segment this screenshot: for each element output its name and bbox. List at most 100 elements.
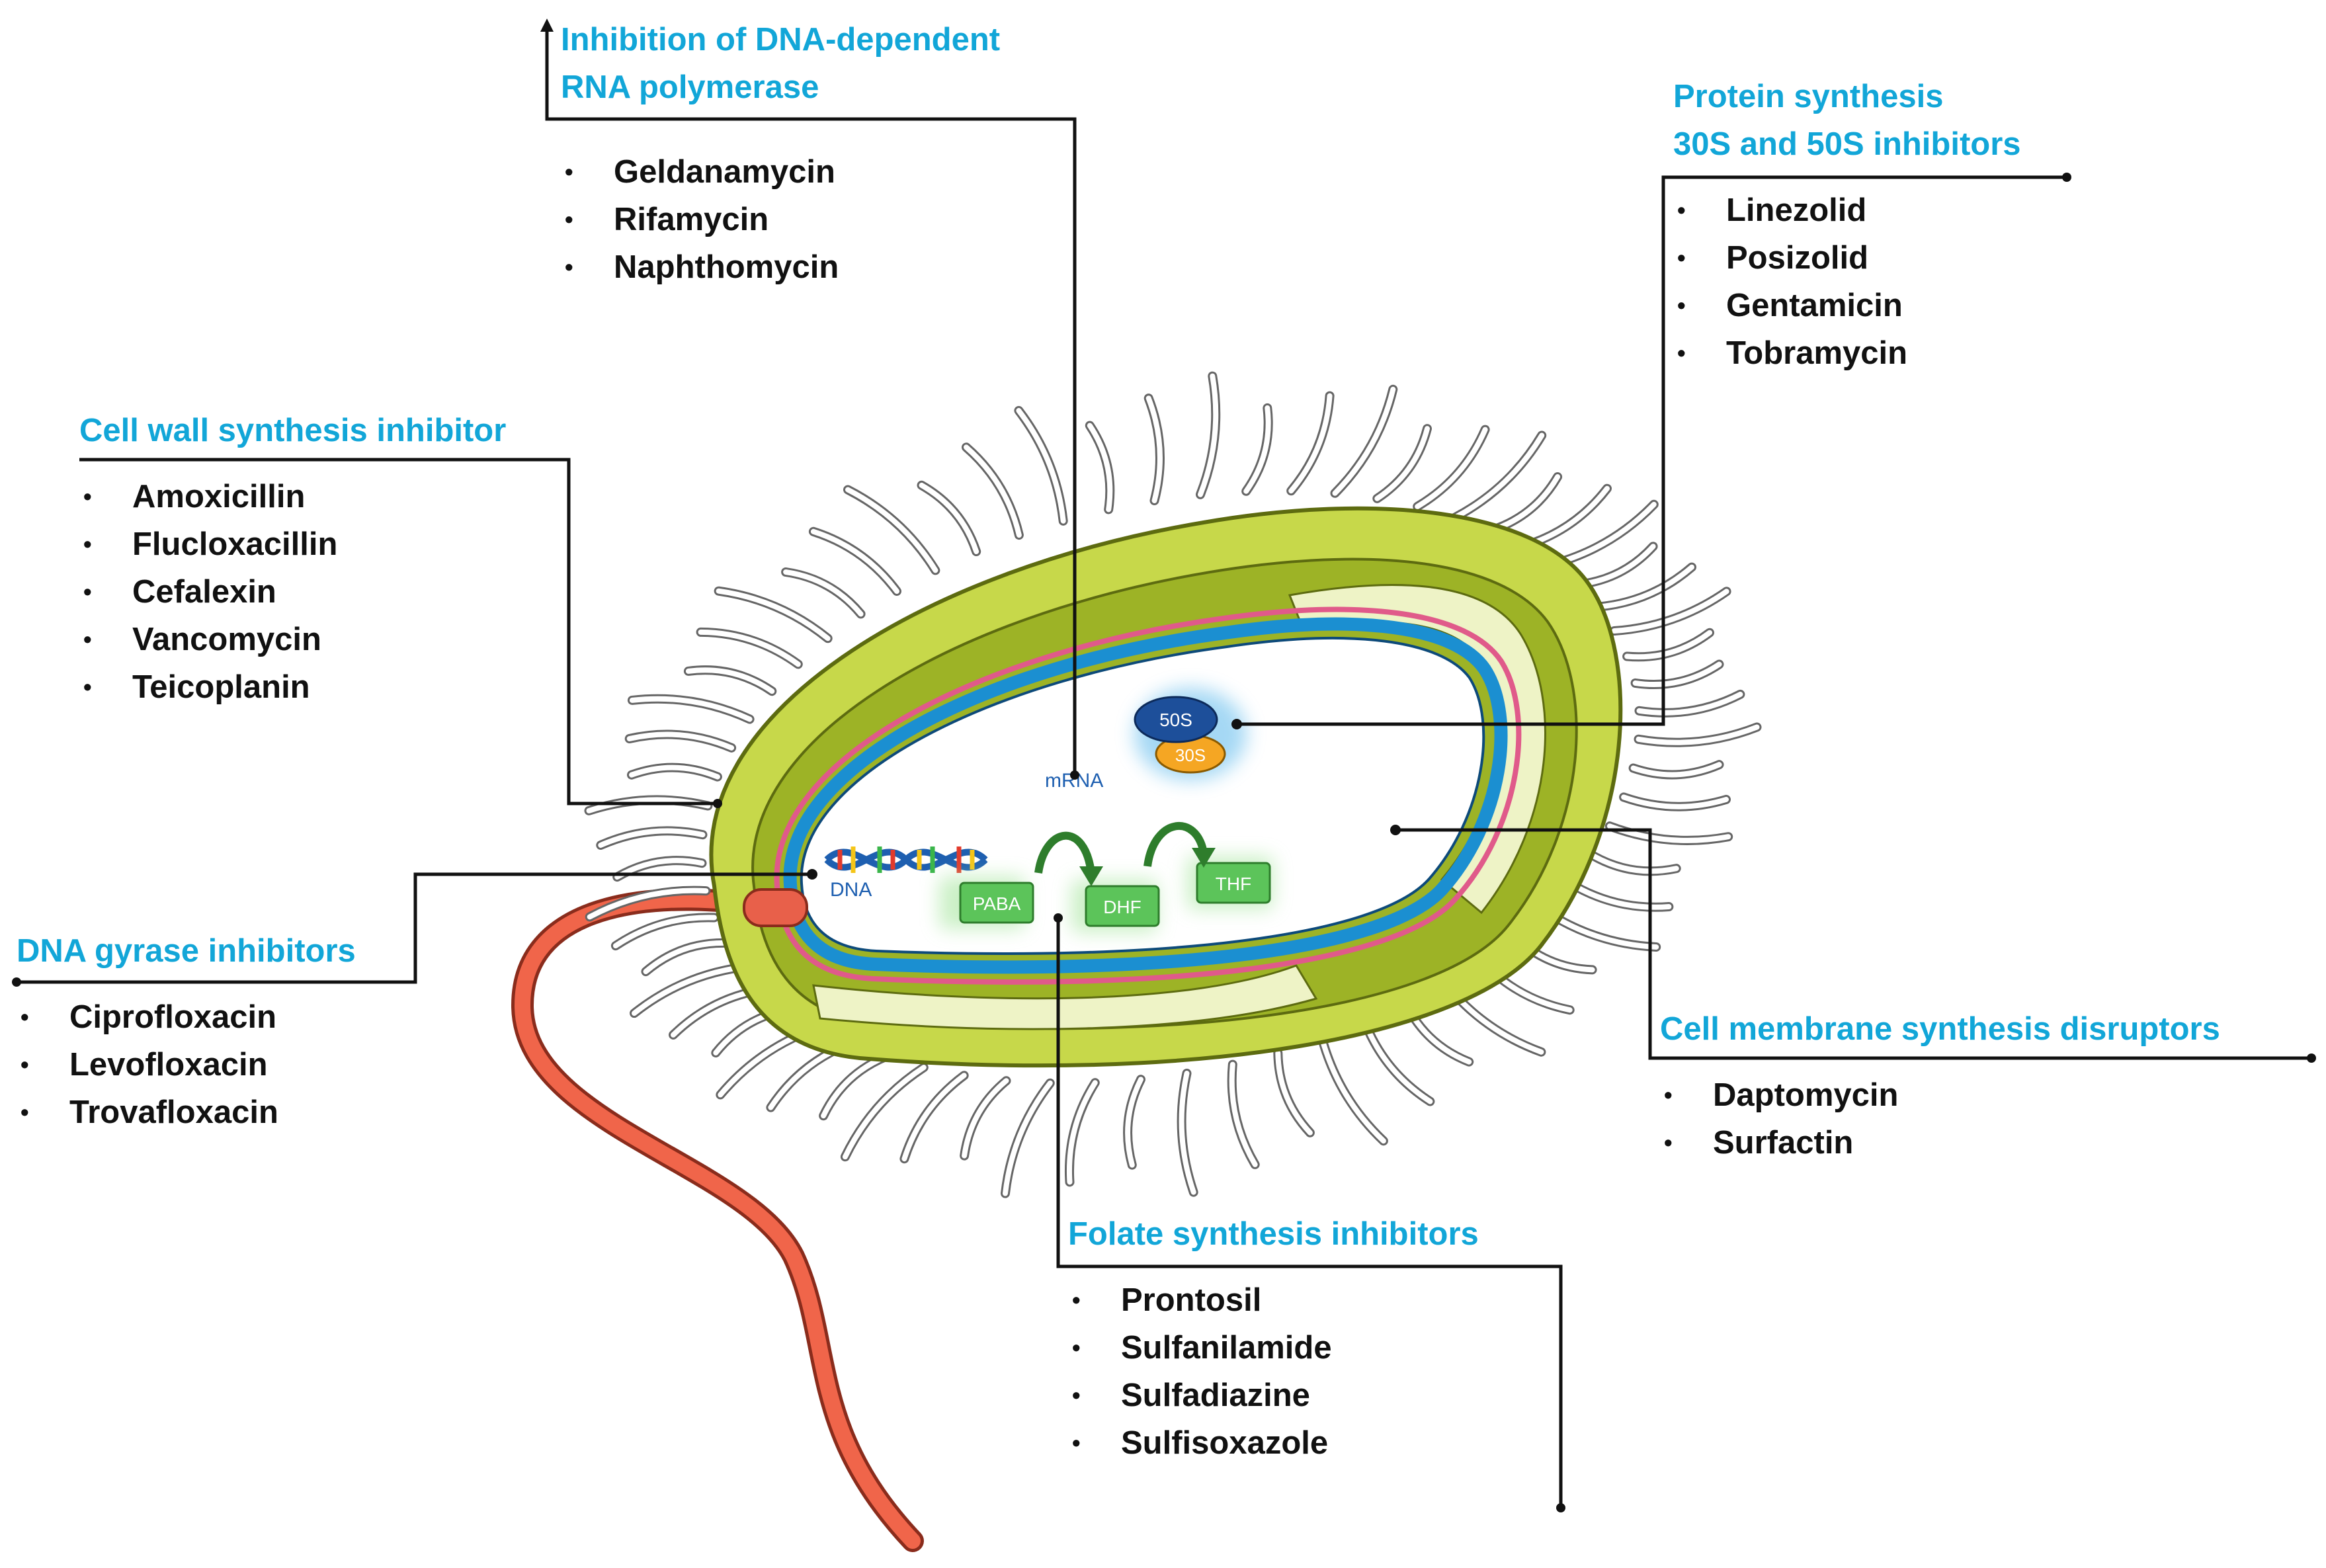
pilus — [1332, 386, 1396, 496]
pilus — [1589, 852, 1679, 874]
pilus — [919, 482, 979, 554]
pilus — [629, 764, 720, 780]
pilus — [587, 887, 709, 920]
pilus — [842, 1065, 927, 1160]
pilus — [1288, 393, 1333, 494]
pilus — [1624, 630, 1712, 660]
pilus — [685, 667, 775, 694]
pilus — [1374, 426, 1430, 501]
pilus — [1275, 1050, 1313, 1135]
drug-item: Linezolid — [1673, 186, 2021, 234]
paba-box — [959, 882, 1034, 924]
arrow-paba-dhf — [1034, 831, 1095, 874]
pilus — [901, 1073, 967, 1162]
pilus — [1452, 433, 1545, 520]
pilus — [917, 480, 981, 556]
pilus — [1243, 405, 1271, 494]
drug-item: Posizolid — [1673, 234, 2021, 282]
drug-list: Geldanamycin Rifamycin Naphthomycin — [561, 148, 1000, 291]
drug-item: Ciprofloxacin — [17, 993, 356, 1041]
drug-item: Sulfanilamide — [1068, 1324, 1479, 1372]
annotation-title: Inhibition of DNA-dependent — [561, 22, 1001, 58]
pilus — [643, 940, 730, 975]
pilus — [1360, 1018, 1435, 1106]
drug-item: Cefalexin — [79, 568, 506, 616]
leader-cell-wall — [79, 458, 718, 805]
pilus — [1415, 427, 1488, 509]
drug-item: Sulfisoxazole — [1068, 1419, 1479, 1467]
pilus — [1636, 724, 1760, 745]
pilus — [612, 915, 717, 949]
pilus — [1198, 373, 1219, 497]
pilus — [1125, 1077, 1143, 1168]
thf-label: THF — [1216, 874, 1251, 894]
drug-item: Prontosil — [1068, 1276, 1479, 1324]
dhf-box — [1085, 885, 1160, 927]
pilus — [1566, 880, 1672, 910]
leader-rna-polymerase — [545, 26, 1077, 774]
annotation-protein-synthesis: Protein synthesis 30S and 50S inhibitors… — [1673, 73, 2021, 377]
annotation-title: DNA gyrase inhibitors — [17, 933, 356, 969]
pilus — [1611, 589, 1729, 634]
pilus — [1286, 391, 1335, 496]
pilus — [960, 1076, 1011, 1161]
annotation-rna-polymerase: Inhibition of DNA-dependent RNA polymera… — [561, 16, 1000, 291]
annotation-title: Cell wall synthesis inhibitor — [79, 413, 507, 448]
pilus — [1621, 794, 1729, 809]
drug-item: Vancomycin — [79, 616, 506, 663]
pilus — [1145, 395, 1163, 503]
cytoplasm — [800, 637, 1485, 956]
annotation-title: Folate synthesis inhibitors — [1068, 1216, 1479, 1252]
pilus — [614, 858, 705, 880]
leader-cell-membrane — [1395, 828, 2311, 1060]
pilus — [962, 442, 1024, 540]
drug-item: Daptomycin — [1660, 1071, 2220, 1119]
ribosome-50s — [1134, 696, 1218, 743]
pilus — [598, 828, 706, 848]
dhf-label: DHF — [1103, 897, 1142, 917]
thf-box — [1196, 862, 1271, 904]
pilus — [1595, 564, 1694, 610]
cell-membrane-pink — [774, 606, 1522, 985]
drug-list: Amoxicillin Flucloxacillin Cefalexin Van… — [79, 473, 506, 711]
pilus — [964, 444, 1022, 538]
pilus — [962, 1078, 1009, 1159]
drug-item: Naphthomycin — [561, 243, 1000, 291]
pilus — [810, 528, 899, 594]
pilus — [1001, 1078, 1055, 1198]
pilus — [1014, 405, 1068, 526]
cell-wall-light-bottom — [812, 964, 1318, 1030]
leader-folate — [1056, 918, 1563, 1508]
drug-list: Daptomycin Surfactin — [1660, 1071, 2220, 1167]
pilus — [781, 567, 866, 619]
drug-item: Geldanamycin — [561, 148, 1000, 196]
annotation-title: Cell membrane synthesis disruptors — [1660, 1011, 2220, 1047]
pilus — [1003, 1080, 1053, 1196]
dna-label: DNA — [830, 879, 872, 901]
ribosome-50s-label: 50S — [1159, 710, 1192, 730]
pilus — [845, 487, 938, 573]
annotation-folate: Folate synthesis inhibitors Prontosil Su… — [1068, 1210, 1479, 1467]
drug-list: Linezolid Posizolid Gentamicin Tobramyci… — [1673, 186, 2021, 377]
drug-item: Gentamicin — [1673, 282, 2021, 329]
annotation-dna-gyrase: DNA gyrase inhibitors Ciprofloxacin Levo… — [17, 927, 356, 1136]
annotation-title-line2: RNA polymerase — [561, 69, 819, 105]
pilus — [1087, 423, 1113, 513]
annotation-title: Protein synthesis — [1673, 79, 1944, 114]
pilus — [698, 629, 801, 667]
pilus — [629, 696, 753, 722]
leader-lines — [12, 19, 2316, 1512]
drug-item: Sulfadiazine — [1068, 1372, 1479, 1419]
pilus — [1630, 762, 1722, 778]
cell-membrane-blue — [783, 617, 1508, 974]
pilus — [1179, 1071, 1196, 1195]
pilus — [1317, 1034, 1388, 1146]
pilus — [632, 964, 747, 1016]
pilus — [626, 731, 735, 751]
drug-item: Rifamycin — [561, 196, 1000, 243]
pilus — [1016, 407, 1066, 524]
pilus — [630, 962, 749, 1018]
leader-dna-gyrase — [17, 872, 812, 984]
